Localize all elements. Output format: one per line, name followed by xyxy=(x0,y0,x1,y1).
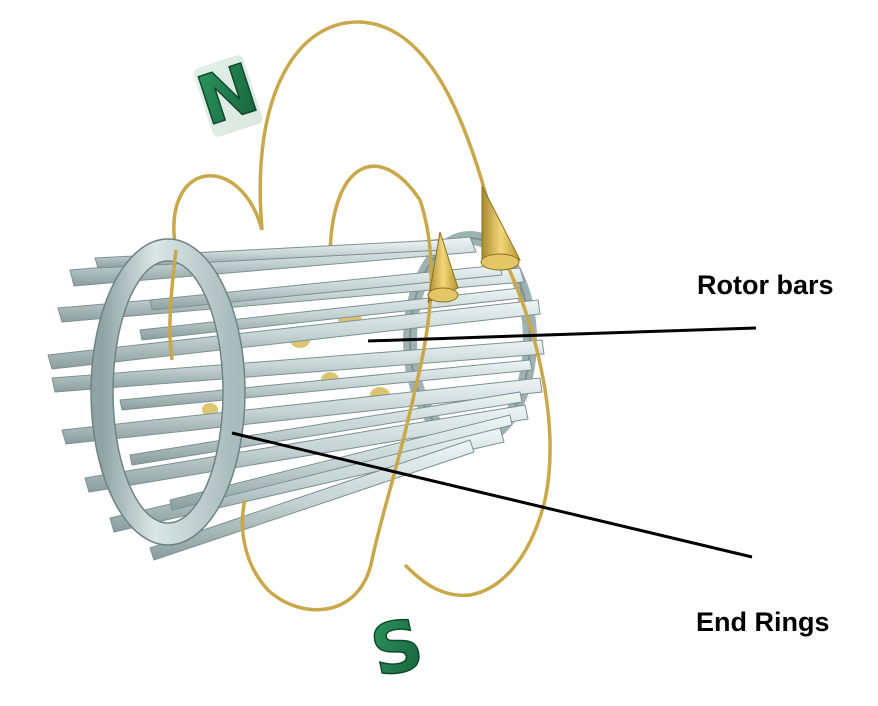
north-pole-letter: N xyxy=(189,49,268,142)
end-ring-front xyxy=(90,238,246,546)
field-lines-front xyxy=(168,199,552,612)
south-pole-marker: S xyxy=(363,602,431,694)
south-pole-letter: S xyxy=(364,603,430,694)
end-rings-leader-line xyxy=(231,431,753,559)
field-arrow-2 xyxy=(480,185,521,271)
field-lines-back xyxy=(172,20,502,261)
rotor-bars-label: Rotor bars xyxy=(697,270,834,300)
end-rings-label: End Rings xyxy=(696,607,830,637)
field-arrow-1 xyxy=(427,231,459,303)
north-pole-marker: N xyxy=(188,48,268,142)
rotor-bars-leader-line xyxy=(367,326,757,343)
